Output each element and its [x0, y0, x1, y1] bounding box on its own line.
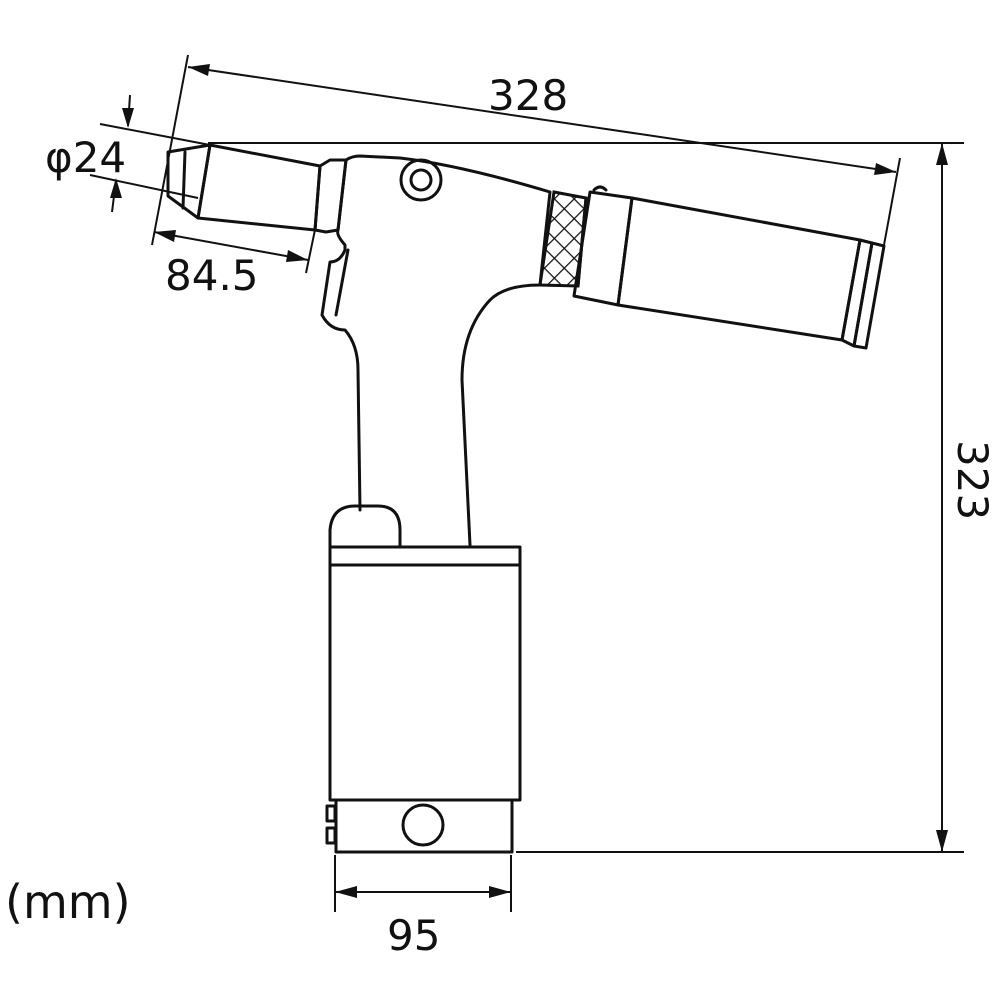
nose-diameter-label: φ24 — [45, 133, 126, 182]
tool-body — [320, 154, 552, 547]
air-reservoir — [325, 504, 522, 854]
dimension-overall-height: 323 — [208, 142, 997, 853]
valve-inner-icon — [409, 168, 433, 192]
overall-height-label: 323 — [948, 440, 997, 520]
dimension-overall-length: 328 — [151, 54, 901, 246]
overall-length-label: 328 — [488, 71, 568, 120]
base-width-label: 95 — [387, 911, 440, 960]
dimension-nose-diameter: φ24 — [45, 94, 211, 213]
nose-length-label: 84.5 — [165, 251, 259, 300]
air-inlet-icon — [401, 803, 445, 847]
rear-cylinder — [572, 185, 886, 350]
unit-label: (mm) — [5, 875, 131, 929]
nose-piece — [166, 143, 348, 234]
valve-outer-icon — [399, 158, 443, 202]
dimension-nose-length: 84.5 — [153, 224, 317, 300]
dimension-base-width: 95 — [334, 855, 512, 960]
